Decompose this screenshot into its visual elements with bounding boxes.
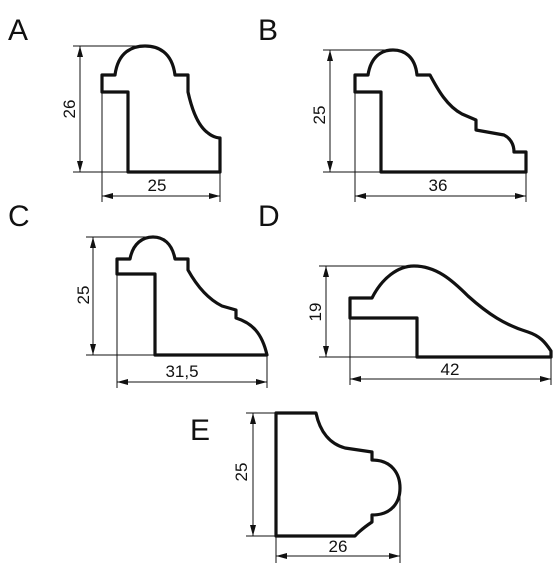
profile-e-letter: E bbox=[190, 414, 210, 447]
profile-a-width-arrow-left bbox=[102, 193, 113, 199]
profile-b-width-arrow-left bbox=[355, 193, 366, 199]
profile-e-height-label: 25 bbox=[232, 463, 251, 482]
profile-c-height-arrow-bottom bbox=[90, 344, 96, 355]
profile-a-width-arrow-right bbox=[209, 193, 220, 199]
profile-b-outline bbox=[353, 48, 528, 174]
profile-a-height-arrow-bottom bbox=[77, 161, 83, 172]
profile-e-width-arrow-left bbox=[276, 553, 287, 559]
profile-c-width-arrow-left bbox=[117, 379, 128, 385]
profile-c-width-label: 31,5 bbox=[165, 362, 198, 381]
profile-b-width-label: 36 bbox=[429, 176, 448, 195]
profile-a-height-label: 26 bbox=[60, 100, 79, 119]
profile-a-height-arrow-top bbox=[77, 46, 83, 57]
profile-d-outline bbox=[348, 264, 553, 359]
profile-c-height-label: 25 bbox=[74, 286, 93, 305]
profile-d-height-label: 19 bbox=[306, 303, 325, 322]
profile-d-height-arrow-top bbox=[323, 266, 329, 277]
profile-e: E 25 26 bbox=[190, 411, 402, 563]
profile-a: A 26 25 bbox=[8, 14, 222, 202]
profile-e-height-arrow-bottom bbox=[250, 525, 256, 536]
profile-e-width-label: 26 bbox=[329, 537, 348, 556]
profile-d-height-arrow-bottom bbox=[323, 346, 329, 357]
profile-b-height-arrow-top bbox=[327, 50, 333, 61]
profile-d-width-label: 42 bbox=[441, 360, 460, 379]
profile-b-letter: B bbox=[258, 14, 278, 47]
profile-a-letter: A bbox=[8, 14, 28, 47]
profile-a-width-label: 25 bbox=[148, 176, 167, 195]
profile-e-height-arrow-top bbox=[250, 413, 256, 424]
profile-d: D 19 42 bbox=[258, 200, 553, 385]
profile-b: B 25 36 bbox=[258, 14, 528, 202]
profile-d-letter: D bbox=[258, 200, 280, 233]
profile-c-outline bbox=[115, 235, 269, 357]
profile-c-height-arrow-top bbox=[90, 237, 96, 248]
profile-c: C 25 31,5 bbox=[8, 200, 269, 388]
profile-c-width-arrow-right bbox=[256, 379, 267, 385]
profile-d-width-arrow-left bbox=[350, 376, 361, 382]
profile-c-letter: C bbox=[8, 200, 30, 233]
profile-e-outline bbox=[274, 411, 402, 538]
profile-b-height-arrow-bottom bbox=[327, 161, 333, 172]
profile-b-height-label: 25 bbox=[310, 106, 329, 125]
profile-b-width-arrow-right bbox=[515, 193, 526, 199]
profile-a-outline bbox=[100, 44, 222, 174]
profile-d-width-arrow-right bbox=[540, 376, 551, 382]
profile-e-width-arrow-right bbox=[389, 553, 400, 559]
